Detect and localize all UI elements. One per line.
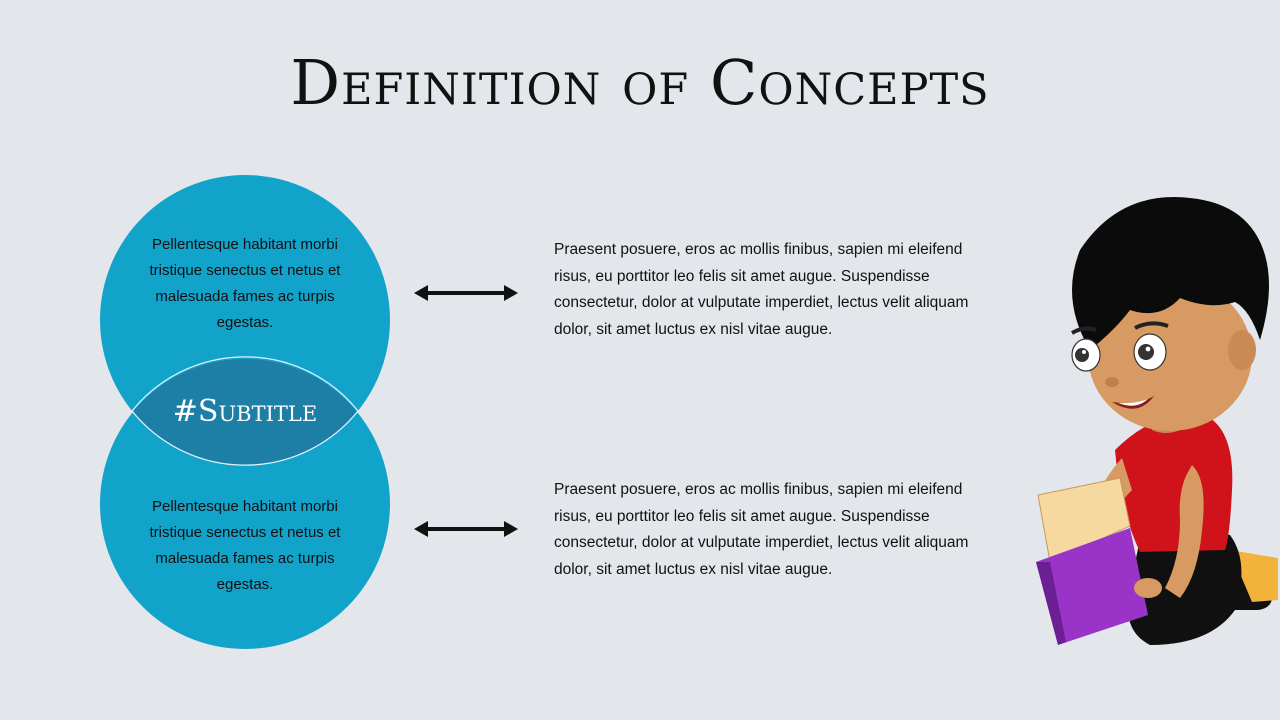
boy-reading-illustration (1036, 197, 1278, 645)
venn-overlap (100, 359, 390, 465)
slide-title: Definition of Concepts (290, 46, 990, 119)
double-arrow-icon (414, 285, 518, 301)
circle-top-text: Pellentesque habitant morbi tristique se… (149, 236, 341, 331)
venn-overlap-outline (131, 356, 359, 466)
description-bottom: Praesent posuere, eros ac mollis finibus… (554, 481, 969, 578)
double-arrow-icon (414, 521, 518, 537)
description-top: Praesent posuere, eros ac mollis finibus… (554, 241, 969, 338)
circle-bottom-text: Pellentesque habitant morbi tristique se… (149, 498, 341, 593)
venn-subtitle: #Subtitle (172, 394, 318, 429)
